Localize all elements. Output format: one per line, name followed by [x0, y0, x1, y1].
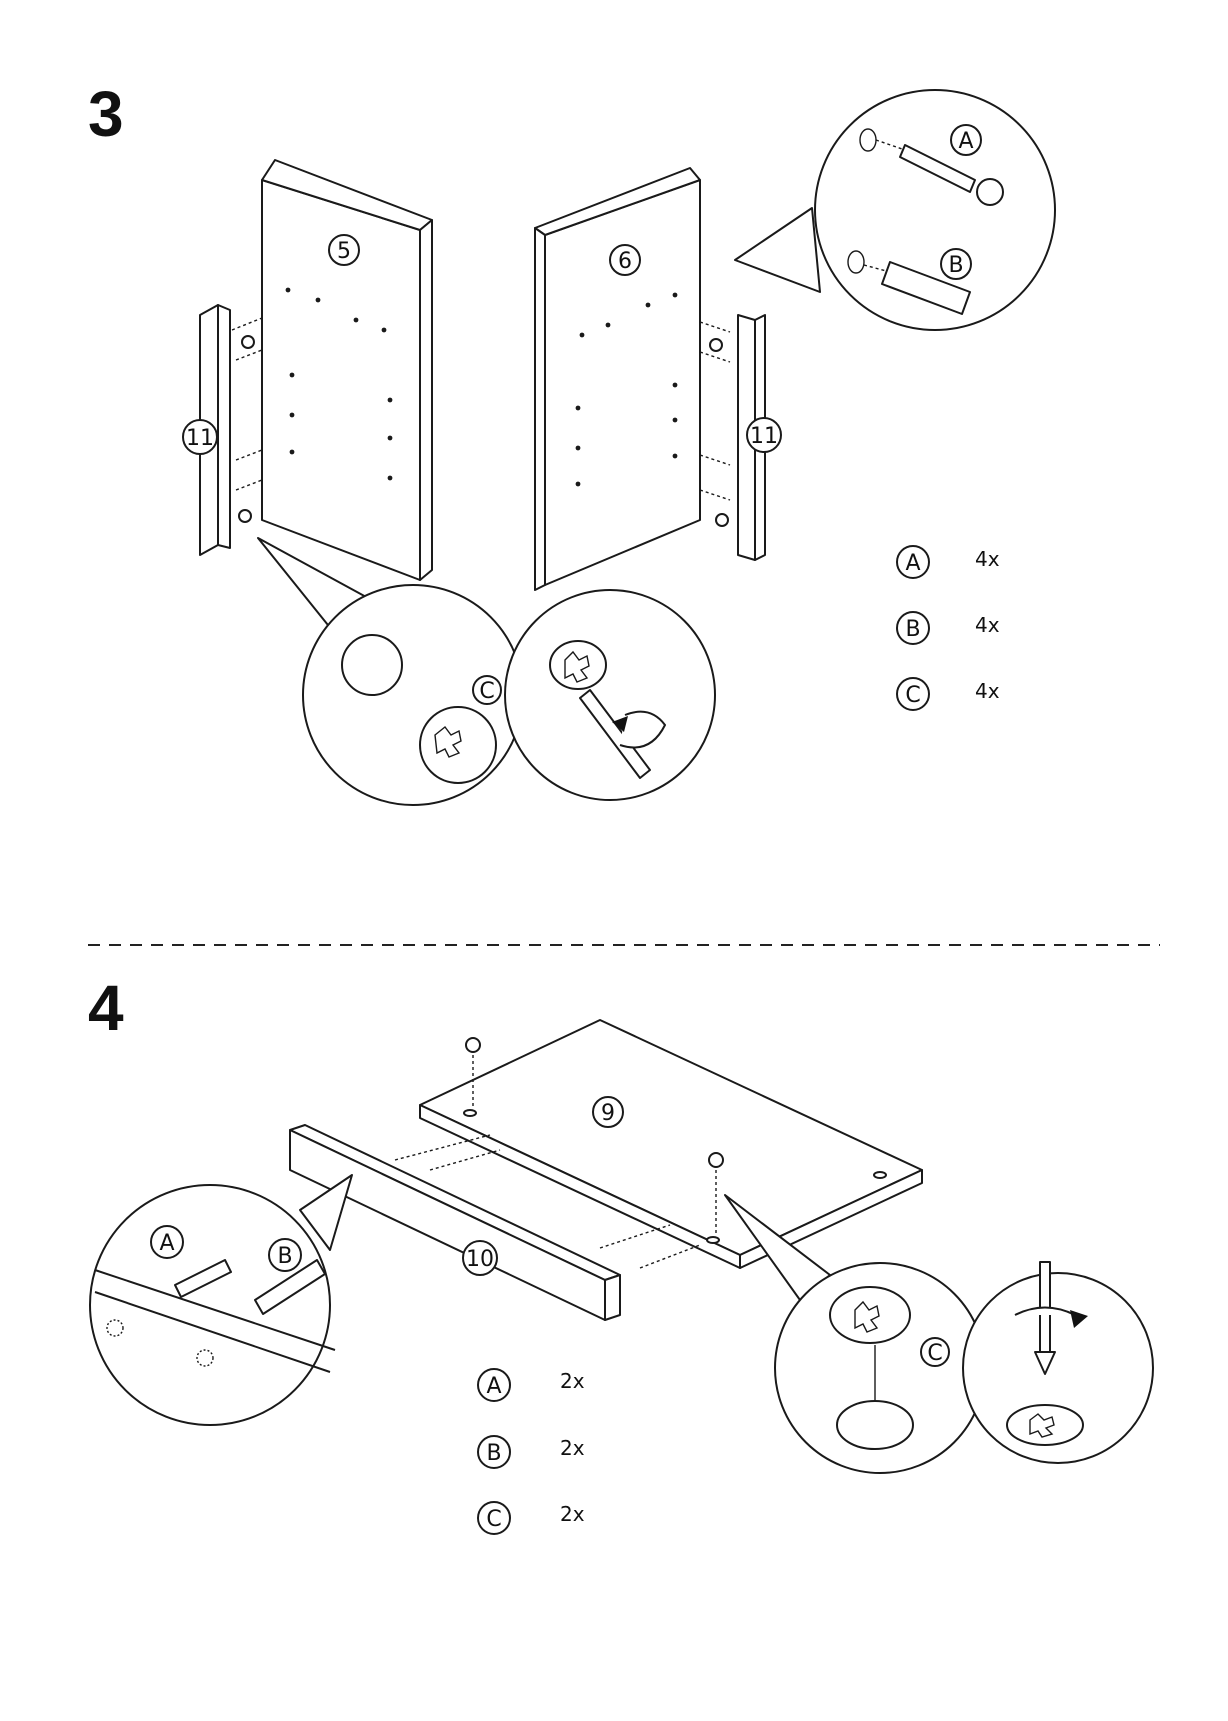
rail-11-left-label: 11 [186, 426, 214, 451]
legend3-c-qty: 4x [975, 679, 1000, 703]
zoom-bubble-c: C [258, 538, 715, 805]
step-4-number: 4 [88, 972, 124, 1044]
rail-11-left: 11 [183, 305, 230, 555]
zoom4-c-label: C [927, 1341, 942, 1366]
legend4-b-qty: 2x [560, 1436, 585, 1460]
hardware-right [700, 322, 730, 526]
panel-5: 5 [262, 160, 432, 580]
board-10-label: 10 [466, 1247, 494, 1272]
step-3-number: 3 [88, 78, 124, 150]
zoom-bubble-left: A B [90, 1175, 352, 1425]
legend4-c-qty: 2x [560, 1502, 585, 1526]
legend-step-4: A 2x B 2x C 2x [478, 1369, 585, 1534]
zoom-a-label: A [958, 129, 973, 154]
legend3-b-letter: B [905, 617, 920, 642]
legend4-a-letter: A [486, 1374, 501, 1399]
legend4-a-qty: 2x [560, 1369, 585, 1393]
rail-11-right-label: 11 [750, 424, 778, 449]
zoom4-b-label: B [277, 1244, 292, 1269]
legend3-b-qty: 4x [975, 613, 1000, 637]
legend3-a-qty: 4x [975, 547, 1000, 571]
board-9-label: 9 [601, 1101, 615, 1126]
legend3-c-letter: C [905, 683, 920, 708]
zoom4-a-label: A [159, 1231, 174, 1256]
panel-6: 6 [535, 168, 700, 590]
zoom-bubble-a-b: A B [735, 90, 1055, 330]
hardware-left [232, 318, 262, 522]
legend4-c-letter: C [486, 1507, 501, 1532]
legend3-a-letter: A [905, 551, 920, 576]
rail-11-right: 11 [738, 315, 781, 560]
panel-5-label: 5 [337, 239, 351, 264]
zoom-b-label: B [948, 253, 963, 278]
panel-6-label: 6 [618, 249, 632, 274]
zoom-c-label: C [479, 679, 494, 704]
legend4-b-letter: B [486, 1441, 501, 1466]
legend-step-3: A 4x B 4x C 4x [897, 546, 1000, 710]
